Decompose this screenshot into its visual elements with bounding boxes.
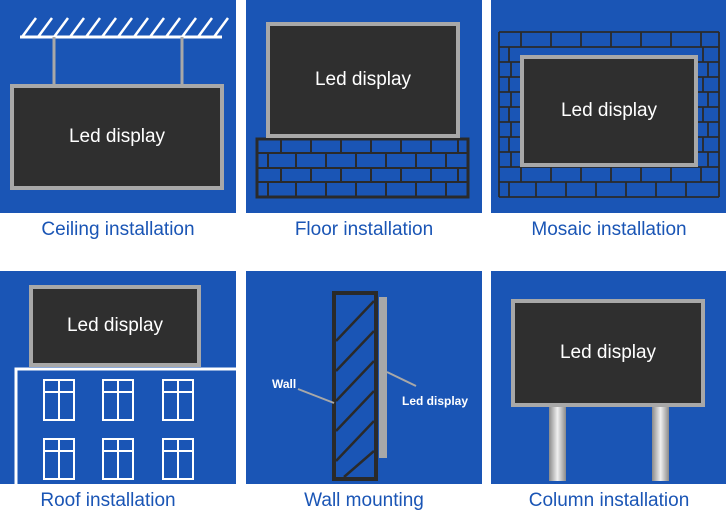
roof-installation-panel: Led display: [0, 271, 236, 484]
led-display-screen: Led display: [520, 55, 698, 167]
led-display-label: Led display: [402, 394, 469, 408]
led-display-screen: Led display: [266, 22, 460, 138]
led-display-screen: Led display: [511, 299, 705, 407]
led-display-screen: Led display: [10, 84, 224, 190]
caption-column-installation: Column installation: [528, 490, 690, 511]
caption-ceiling-installation: Ceiling installation: [41, 219, 195, 240]
column-installation-panel: Led display: [491, 271, 726, 484]
wall-mounting-panel: Wall Led display: [246, 271, 482, 484]
wall-label: Wall: [272, 377, 297, 391]
wall-mounting-illustration: [297, 291, 417, 481]
led-display-screen: Led display: [29, 285, 201, 367]
caption-roof-installation: Roof installation: [40, 490, 176, 511]
mosaic-installation-panel: Led display: [491, 0, 726, 213]
floor-installation-panel: Led display: [246, 0, 482, 213]
caption-mosaic-installation: Mosaic installation: [531, 219, 687, 240]
ceiling-illustration: [20, 17, 230, 84]
caption-floor-installation: Floor installation: [294, 219, 434, 240]
caption-wall-mounting: Wall mounting: [304, 490, 424, 511]
column-illustration: [549, 405, 669, 481]
roof-illustration: [14, 367, 236, 484]
floor-illustration: [255, 137, 470, 199]
ceiling-installation-panel: Led display: [0, 0, 236, 213]
